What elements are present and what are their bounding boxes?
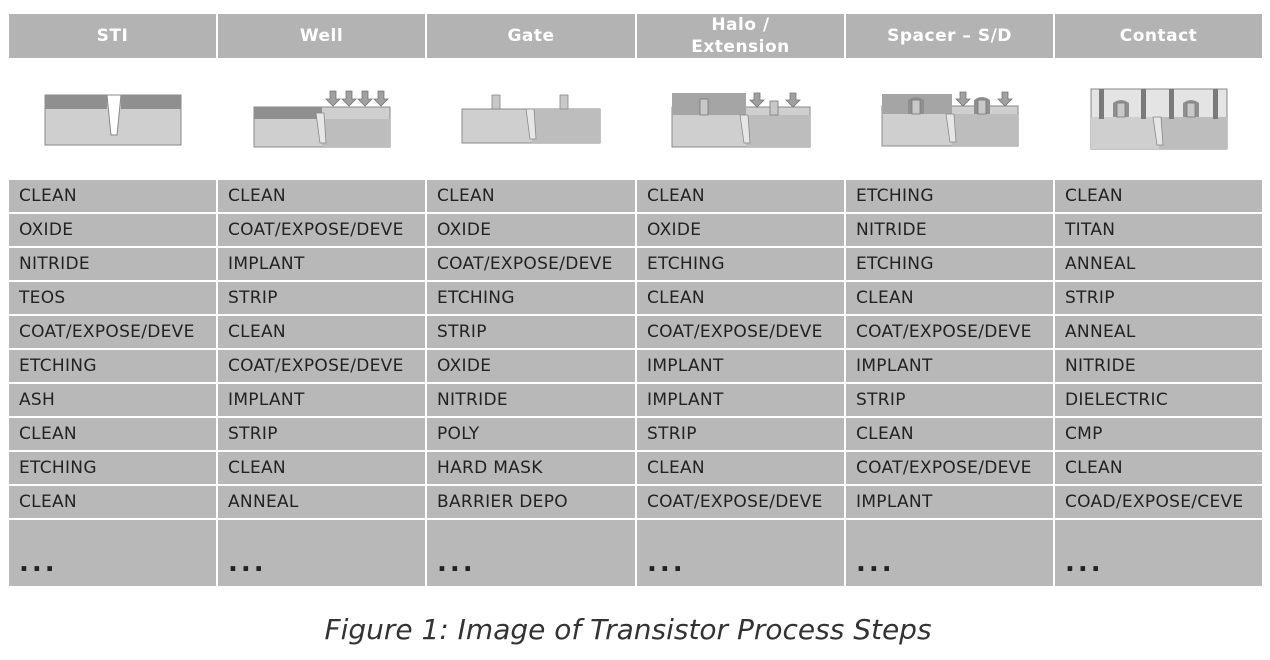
- sti-cross-section-image: [9, 58, 216, 180]
- step-well-7: IMPLANT: [218, 384, 425, 416]
- step-well-9: CLEAN: [218, 452, 425, 484]
- step-sti-3: NITRIDE: [9, 248, 216, 280]
- header-contact: Contact: [1055, 14, 1262, 58]
- step-halo-5: COAT/EXPOSE/DEVE: [637, 316, 844, 348]
- header-halo-extension: Halo / Extension: [637, 14, 844, 58]
- ellipsis-well: ...: [218, 520, 425, 586]
- step-gate-7: NITRIDE: [427, 384, 635, 416]
- step-contact-8: CMP: [1055, 418, 1262, 450]
- step-sti-1: CLEAN: [9, 180, 216, 212]
- step-gate-4: ETCHING: [427, 282, 635, 314]
- step-sti-8: CLEAN: [9, 418, 216, 450]
- step-contact-3: ANNEAL: [1055, 248, 1262, 280]
- well-cross-section-image: [218, 58, 425, 180]
- step-sti-6: ETCHING: [9, 350, 216, 382]
- step-gate-8: POLY: [427, 418, 635, 450]
- step-sti-5: COAT/EXPOSE/DEVE: [9, 316, 216, 348]
- step-sti-7: ASH: [9, 384, 216, 416]
- step-gate-5: STRIP: [427, 316, 635, 348]
- step-halo-4: CLEAN: [637, 282, 844, 314]
- process-steps-table: STI Well Gate Halo / Extension Spacer – …: [9, 14, 1262, 586]
- step-well-6: COAT/EXPOSE/DEVE: [218, 350, 425, 382]
- ellipsis-contact: ...: [1055, 520, 1262, 586]
- step-contact-10: COAD/EXPOSE/CEVE: [1055, 486, 1262, 518]
- figure-caption: Figure 1: Image of Transistor Process St…: [324, 613, 932, 646]
- step-spacer-1: ETCHING: [846, 180, 1053, 212]
- step-halo-8: STRIP: [637, 418, 844, 450]
- step-halo-9: CLEAN: [637, 452, 844, 484]
- step-well-4: STRIP: [218, 282, 425, 314]
- step-well-8: STRIP: [218, 418, 425, 450]
- contact-cross-section-image: [1055, 58, 1262, 180]
- step-halo-3: ETCHING: [637, 248, 844, 280]
- step-spacer-2: NITRIDE: [846, 214, 1053, 246]
- step-contact-6: NITRIDE: [1055, 350, 1262, 382]
- step-gate-2: OXIDE: [427, 214, 635, 246]
- gate-cross-section-image: [427, 58, 635, 180]
- step-spacer-3: ETCHING: [846, 248, 1053, 280]
- step-gate-9: HARD MASK: [427, 452, 635, 484]
- ellipsis-spacer: ...: [846, 520, 1053, 586]
- step-spacer-7: STRIP: [846, 384, 1053, 416]
- step-contact-5: ANNEAL: [1055, 316, 1262, 348]
- step-gate-6: OXIDE: [427, 350, 635, 382]
- step-halo-7: IMPLANT: [637, 384, 844, 416]
- step-halo-2: OXIDE: [637, 214, 844, 246]
- header-well: Well: [218, 14, 425, 58]
- header-gate: Gate: [427, 14, 635, 58]
- step-spacer-10: IMPLANT: [846, 486, 1053, 518]
- step-well-3: IMPLANT: [218, 248, 425, 280]
- step-well-10: ANNEAL: [218, 486, 425, 518]
- step-sti-10: CLEAN: [9, 486, 216, 518]
- step-contact-1: CLEAN: [1055, 180, 1262, 212]
- step-spacer-6: IMPLANT: [846, 350, 1053, 382]
- step-spacer-9: COAT/EXPOSE/DEVE: [846, 452, 1053, 484]
- step-contact-4: STRIP: [1055, 282, 1262, 314]
- step-gate-10: BARRIER DEPO: [427, 486, 635, 518]
- step-spacer-5: COAT/EXPOSE/DEVE: [846, 316, 1053, 348]
- step-well-2: COAT/EXPOSE/DEVE: [218, 214, 425, 246]
- step-well-5: CLEAN: [218, 316, 425, 348]
- step-contact-9: CLEAN: [1055, 452, 1262, 484]
- step-halo-10: COAT/EXPOSE/DEVE: [637, 486, 844, 518]
- step-gate-3: COAT/EXPOSE/DEVE: [427, 248, 635, 280]
- header-sti: STI: [9, 14, 216, 58]
- ellipsis-gate: ...: [427, 520, 635, 586]
- step-well-1: CLEAN: [218, 180, 425, 212]
- halo-extension-cross-section-image: [637, 58, 844, 180]
- step-contact-7: DIELECTRIC: [1055, 384, 1262, 416]
- header-spacer-sd: Spacer – S/D: [846, 14, 1053, 58]
- step-halo-1: CLEAN: [637, 180, 844, 212]
- step-sti-4: TEOS: [9, 282, 216, 314]
- ellipsis-halo: ...: [637, 520, 844, 586]
- step-sti-9: ETCHING: [9, 452, 216, 484]
- step-gate-1: CLEAN: [427, 180, 635, 212]
- step-halo-6: IMPLANT: [637, 350, 844, 382]
- step-sti-2: OXIDE: [9, 214, 216, 246]
- step-spacer-4: CLEAN: [846, 282, 1053, 314]
- ellipsis-sti: ...: [9, 520, 216, 586]
- step-spacer-8: CLEAN: [846, 418, 1053, 450]
- step-contact-2: TITAN: [1055, 214, 1262, 246]
- spacer-sd-cross-section-image: [846, 58, 1053, 180]
